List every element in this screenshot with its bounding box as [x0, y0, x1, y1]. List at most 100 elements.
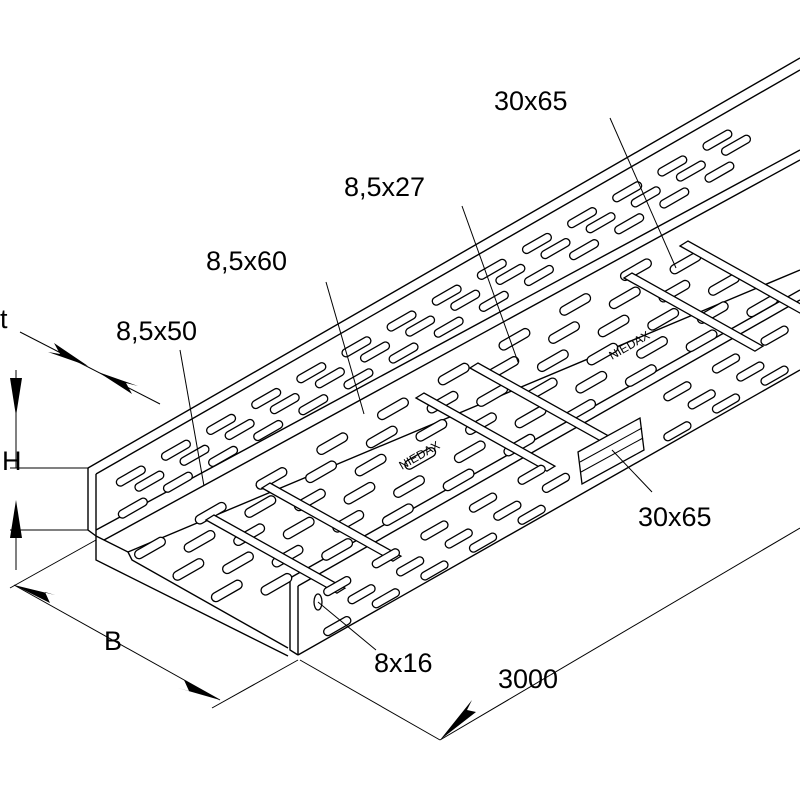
back-wall-slot [704, 161, 735, 183]
floor-slot [636, 336, 669, 359]
floor-slot [624, 364, 657, 387]
dim-B-label: B [104, 626, 122, 656]
front-wall-slot [687, 389, 716, 410]
brand-mark-1: NIEDAX [397, 438, 443, 472]
floor-slot [548, 321, 581, 344]
back-wall-slot [433, 316, 464, 338]
floor-slot [453, 440, 486, 464]
back-wall-slot [476, 258, 507, 280]
floor-slot [586, 342, 619, 366]
back-wall-slot [386, 310, 417, 332]
svg-text:30x65: 30x65 [494, 86, 568, 116]
front-wall-slot [760, 325, 789, 346]
back-wall-slot [450, 289, 481, 311]
dimension-B: B [9, 539, 299, 709]
front-wall-slot [517, 504, 546, 525]
floor-slot [221, 551, 254, 575]
front-wall-slot [420, 520, 449, 541]
cross-bar [622, 272, 765, 352]
back-wall-slot [343, 368, 374, 390]
back-wall-slot [179, 444, 210, 466]
front-wall-slot [711, 393, 741, 414]
floor-slot [260, 572, 293, 596]
back-wall-slot [296, 362, 327, 384]
floor-slot [343, 481, 376, 505]
dim-H-label: H [2, 446, 22, 476]
dimension-H: H [2, 370, 88, 570]
front-wall-slot [736, 361, 765, 382]
dimension-length: 3000 [299, 527, 800, 741]
front-wall-slot [663, 421, 692, 442]
back-wall-slot [206, 413, 237, 436]
back-wall-slot [253, 419, 284, 442]
back-wall-slot [431, 284, 462, 306]
back-wall-slot [702, 129, 733, 151]
front-wall-slot [517, 464, 546, 485]
back-wall-slot [115, 465, 146, 487]
dim-length-label: 3000 [498, 664, 558, 694]
back-wall-slot [298, 394, 329, 416]
floor-slot [536, 349, 569, 373]
floor-slot [685, 329, 718, 353]
back-wall-slot [567, 207, 598, 229]
dimension-t: t [0, 304, 161, 405]
floor-slot [575, 370, 608, 394]
floor-slot [597, 314, 630, 338]
floor-slot [559, 293, 592, 316]
cross-bar [204, 514, 347, 594]
back-wall-slot [117, 497, 148, 519]
front-wall-slot [347, 584, 376, 605]
back-wall-slot [659, 187, 690, 209]
svg-text:NIEDAX: NIEDAX [397, 438, 443, 472]
back-wall-slot [495, 263, 526, 286]
floor-slot [608, 286, 641, 310]
front-wall-slot [663, 381, 692, 402]
back-wall-slot [478, 290, 509, 312]
cross-bar [414, 392, 557, 472]
floor-slot [365, 425, 398, 449]
floor-slot [647, 307, 680, 331]
callout-8-5x50: 8,5x50 [116, 316, 205, 487]
front-wall-slots [323, 325, 789, 637]
floor-slot [442, 468, 475, 492]
front-wall-slot [420, 560, 449, 581]
svg-text:8x16: 8x16 [374, 648, 433, 678]
back-wall-slot [630, 186, 661, 208]
front-wall-slot [468, 532, 498, 553]
back-wall-slot [521, 232, 553, 255]
floor-slot [244, 495, 277, 518]
back-wall-slot [540, 237, 571, 260]
front-wall-slot [493, 500, 522, 521]
back-wall-slot [359, 341, 391, 363]
svg-text:8,5x50: 8,5x50 [116, 316, 197, 346]
side-opening-30x65 [577, 416, 645, 486]
back-wall-slot [314, 367, 345, 389]
floor-slot [321, 538, 354, 561]
front-wall-slot [541, 472, 571, 493]
callout-30x65-top: 30x65 [494, 86, 677, 269]
back-wall-slot [251, 387, 282, 410]
front-wall-slot [371, 588, 401, 609]
back-wall-slot [405, 315, 436, 337]
back-wall-slot [162, 471, 194, 493]
floor-slot [316, 432, 349, 455]
back-wall-slot-rows [115, 129, 752, 519]
front-wall-slot [711, 353, 741, 374]
front-wall-slot [468, 492, 498, 513]
cross-bar [678, 240, 800, 314]
dim-t-label: t [0, 304, 8, 334]
floor-slot [404, 447, 437, 470]
callout-30x65-side: 30x65 [611, 449, 712, 532]
back-wall-slot [224, 418, 255, 441]
front-wall-slot [760, 365, 789, 386]
front-wall-slot [323, 615, 352, 637]
floor-slot [255, 467, 288, 490]
floor-slot [381, 503, 414, 527]
back-wall-slot [208, 445, 239, 468]
floor-slot [134, 536, 166, 560]
back-wall-slot [720, 134, 752, 156]
floor-slot [393, 475, 426, 498]
back-wall-slot [612, 181, 643, 203]
